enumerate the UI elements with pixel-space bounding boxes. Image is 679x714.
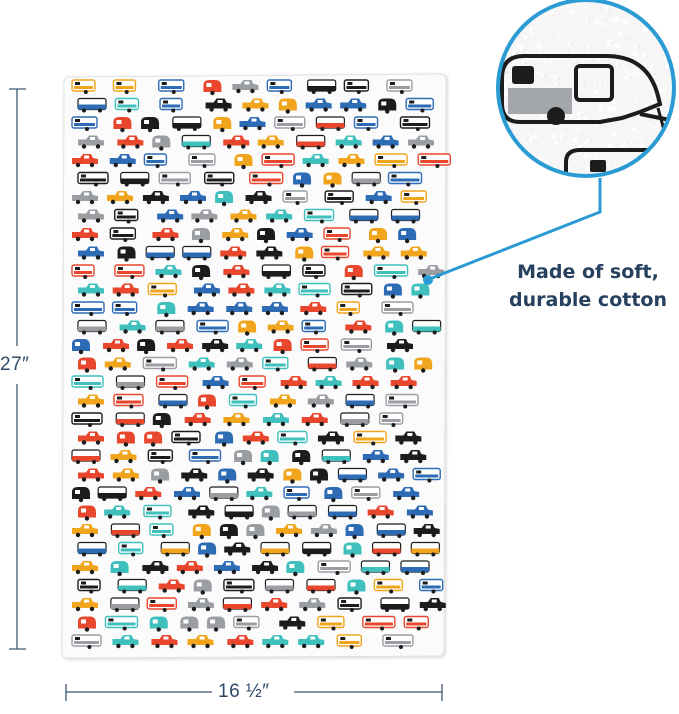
- callout-line-2: durable cotton: [509, 289, 667, 311]
- width-dimension-line: [65, 684, 443, 701]
- width-label: 16 ½″: [218, 681, 270, 702]
- height-dimension-line: [9, 88, 26, 650]
- callout-line-1: Made of soft,: [517, 261, 659, 283]
- zoom-circle: [496, 0, 676, 178]
- callout-connector: [423, 178, 602, 285]
- towel-camper-pattern: [71, 79, 451, 649]
- callout-text: Made of soft, durable cotton: [502, 258, 674, 314]
- height-label: 27″: [0, 354, 30, 375]
